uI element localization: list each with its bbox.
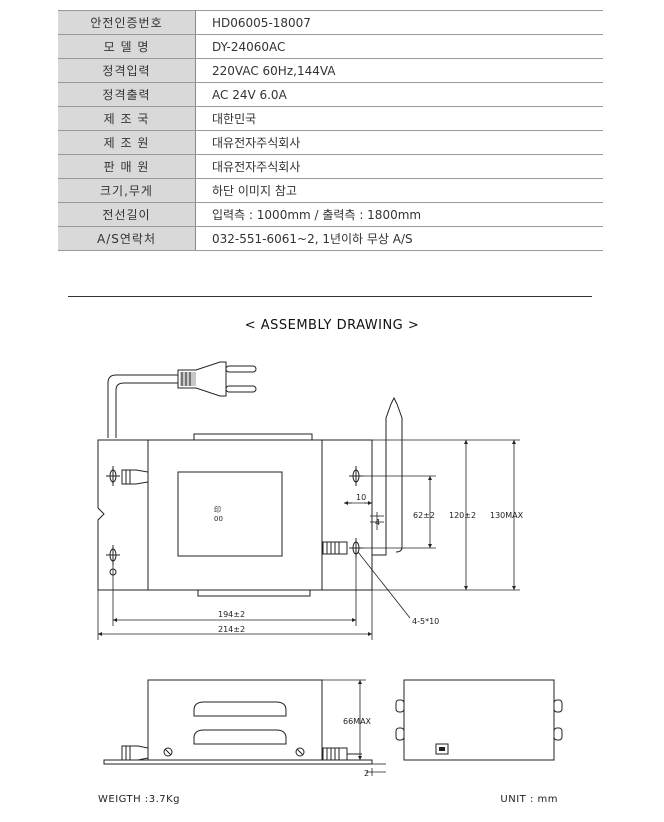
spec-label: 크기,무게 (58, 178, 196, 203)
spec-value: DY-24060AC (195, 34, 603, 59)
label-plate-text: 00 (214, 515, 223, 523)
dimension-label: 66MAX (343, 717, 372, 726)
spec-label: 판 매 원 (58, 154, 196, 179)
dimension-label: 4-5*10 (412, 617, 439, 626)
dimension-label: 4 (375, 518, 380, 527)
dimension-label: 214±2 (218, 625, 245, 634)
unit-label: UNIT : mm (500, 794, 558, 805)
top-view-dimensions (97, 439, 520, 640)
dimension-label: 2 (364, 769, 369, 778)
spec-value: 대유전자주식회사 (195, 154, 603, 179)
spec-value: 입력측 : 1000mm / 출력측 : 1800mm (195, 202, 603, 227)
dimension-label: 10 (356, 493, 366, 502)
spec-value: 하단 이미지 참고 (195, 178, 603, 203)
dimension-label: 62±2 (413, 511, 435, 520)
transformer-side-view (395, 679, 563, 761)
spec-value: 대한민국 (195, 106, 603, 131)
spec-label: 제 조 국 (58, 106, 196, 131)
spec-value: AC 24V 6.0A (195, 82, 603, 107)
label-plate-text: 印 (214, 506, 221, 514)
spec-value: HD06005-18007 (195, 10, 603, 35)
front-view-dimensions (322, 679, 386, 776)
spec-label: 안전인증번호 (58, 10, 196, 35)
transformer-top-view: 印 00 (97, 433, 373, 597)
spec-label: 정격출력 (58, 82, 196, 107)
spec-value: 220VAC 60Hz,144VA (195, 58, 603, 83)
transformer-front-view (103, 679, 373, 765)
spec-label: 전선길이 (58, 202, 196, 227)
dimension-label: 194±2 (218, 610, 245, 619)
spec-label: A/S연락처 (58, 226, 196, 251)
spec-label: 모 델 명 (58, 34, 196, 59)
spec-value: 032-551-6061~2, 1년이하 무상 A/S (195, 226, 603, 251)
spec-value: 대유전자주식회사 (195, 130, 603, 155)
dimension-label: 120±2 (449, 511, 476, 520)
drawing-title: < ASSEMBLY DRAWING > (244, 318, 420, 333)
plug-cord (107, 361, 257, 438)
section-divider (68, 296, 592, 297)
dimension-label: 130MAX (490, 511, 524, 520)
weight-label: WEIGTH :3.7Kg (98, 794, 181, 805)
